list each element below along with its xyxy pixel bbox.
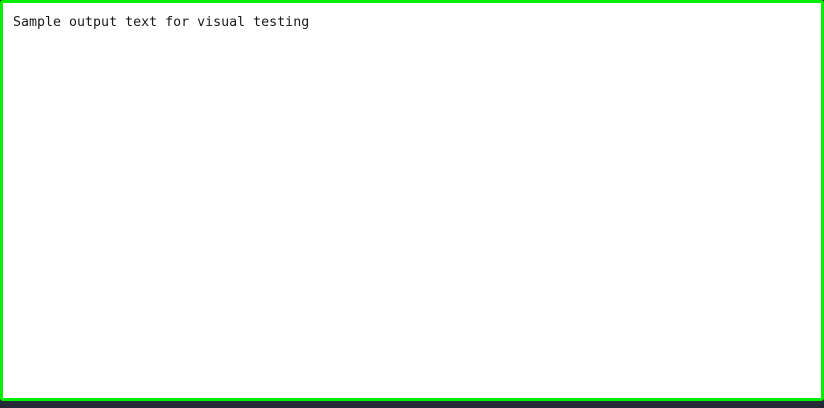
output-text: Sample output text for visual testing bbox=[13, 15, 310, 30]
bottom-strip bbox=[0, 401, 824, 408]
